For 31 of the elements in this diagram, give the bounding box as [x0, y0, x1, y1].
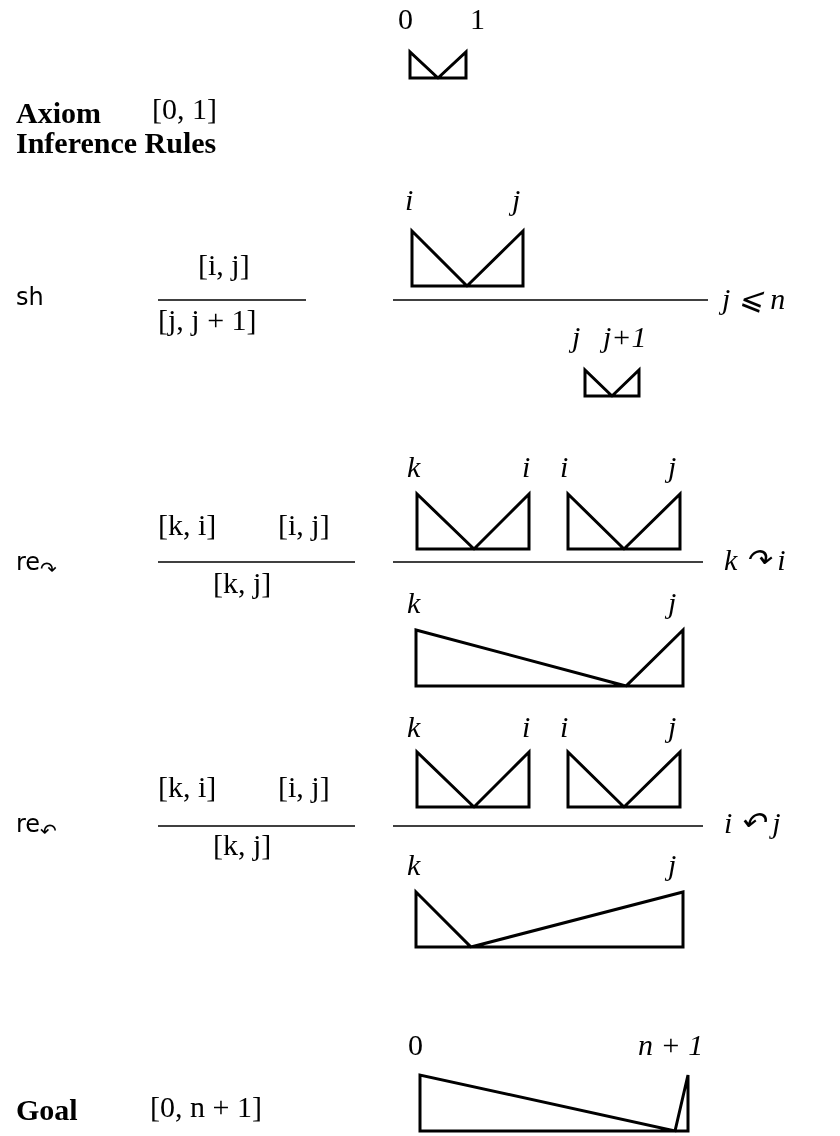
section-heading: Axiom	[16, 98, 101, 128]
variable-label: i	[560, 452, 569, 482]
interval-formula: [k, j]	[213, 830, 272, 860]
rule-name: re$_{↶}$	[16, 812, 57, 841]
variable-label: i	[405, 185, 414, 215]
interval-formula: [j, j + 1]	[158, 305, 257, 335]
variable-label: n + 1	[638, 1030, 704, 1060]
section-heading: Goal	[16, 1095, 78, 1125]
variable-label: i	[522, 712, 531, 742]
interval-formula: [k, j]	[213, 568, 272, 598]
variable-label: k	[407, 712, 421, 742]
interval-formula: [i, j]	[278, 772, 330, 802]
interval-formula: [k, i]	[158, 772, 217, 802]
interval-formula: [i, j]	[198, 250, 250, 280]
rule-name: re$_{↷}$	[16, 550, 57, 579]
variable-label: i	[522, 452, 531, 482]
axis-value: 0	[398, 4, 413, 34]
axis-value: 1	[470, 4, 485, 34]
variable-label: k	[407, 452, 421, 482]
interval-formula: [0, n + 1]	[150, 1092, 262, 1122]
variable-label: k	[407, 850, 421, 880]
variable-label: k	[407, 588, 421, 618]
side-condition: k ↷ i	[724, 545, 786, 575]
variable-label: i	[560, 712, 569, 742]
interval-formula: [i, j]	[278, 510, 330, 540]
axis-value: 0	[408, 1030, 423, 1060]
interval-formula: [0, 1]	[152, 94, 217, 124]
section-heading: Inference Rules	[16, 128, 217, 158]
interval-formula: [k, i]	[158, 510, 217, 540]
rule-name: sh	[16, 285, 44, 309]
side-condition: i ↶ j	[724, 808, 781, 838]
